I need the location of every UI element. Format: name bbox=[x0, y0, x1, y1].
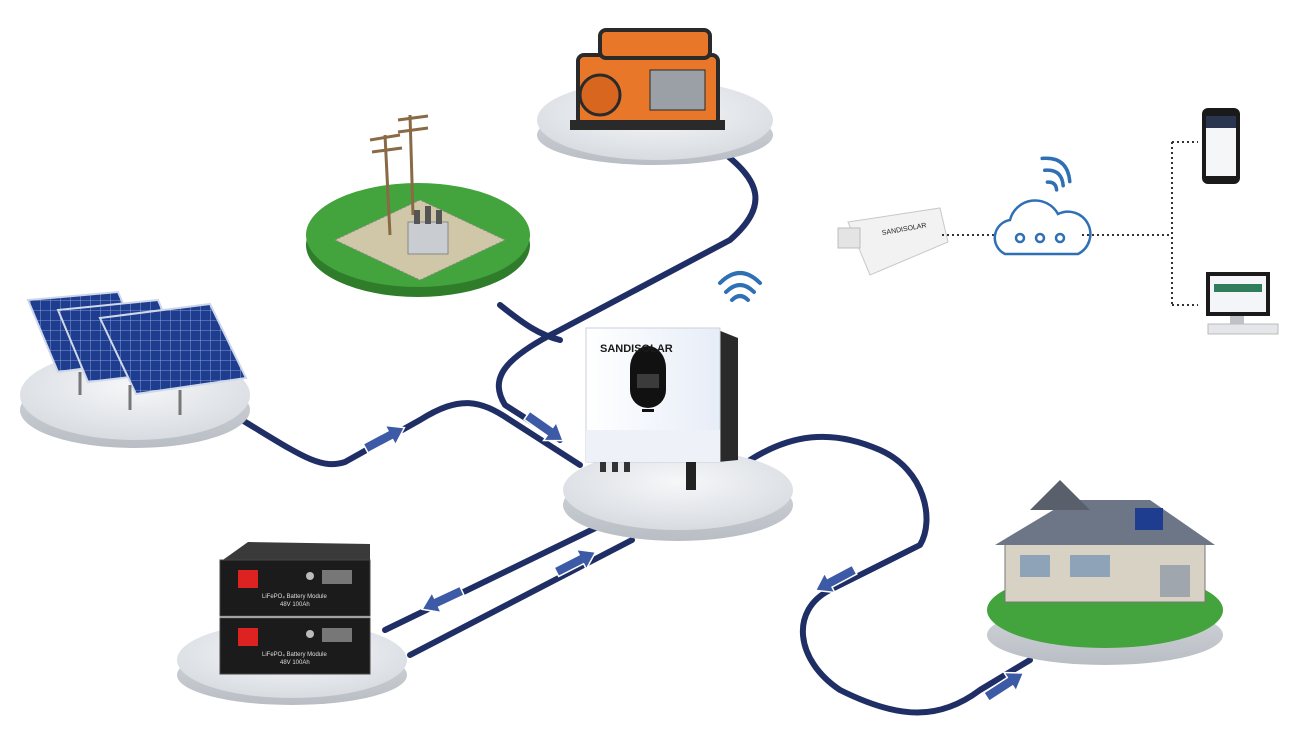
inverter-group: SANDISOLAR bbox=[563, 271, 793, 541]
inverter-brand-label: SANDISOLAR bbox=[600, 343, 673, 355]
cable-inverter-to-home bbox=[747, 433, 1033, 716]
battery-bottom-title: LiFePO₄ Battery Module bbox=[262, 652, 327, 658]
cloud-wifi-icon bbox=[1040, 156, 1072, 192]
solar-panel-group bbox=[20, 290, 250, 448]
dotted-link-cloud-devices bbox=[1082, 141, 1198, 306]
battery-module-top bbox=[219, 542, 371, 617]
wifi-stick-icon bbox=[837, 207, 949, 276]
cable-solar-to-inverter bbox=[239, 400, 583, 468]
cable-generator-to-inverter bbox=[495, 147, 759, 443]
computer-icon bbox=[1206, 272, 1279, 335]
flow-arrows bbox=[362, 410, 1025, 703]
arrow-generator bbox=[523, 410, 565, 442]
cable-grid-to-inverter bbox=[497, 302, 563, 343]
battery-top-title: LiFePO₄ Battery Module bbox=[262, 594, 327, 600]
arrow-battery-out bbox=[420, 585, 466, 614]
arrow-solar bbox=[362, 424, 406, 454]
cables bbox=[239, 147, 1033, 716]
cloud-icon bbox=[993, 199, 1092, 256]
generator-icon bbox=[570, 28, 725, 130]
transformer-icon bbox=[407, 206, 449, 255]
cable-battery-to-inverter-out bbox=[382, 517, 615, 633]
arrow-home-down bbox=[814, 564, 858, 594]
battery-top-spec: 48V 100Ah bbox=[280, 602, 310, 608]
arrow-home-in bbox=[982, 671, 1025, 703]
cable-battery-to-inverter-in bbox=[407, 537, 635, 658]
battery-bottom-spec: 48V 100Ah bbox=[280, 660, 310, 666]
monitoring-group: SANDISOLAR bbox=[837, 108, 1279, 335]
house-icon bbox=[995, 480, 1215, 603]
power-pole-icon bbox=[369, 114, 429, 236]
generator-group bbox=[537, 28, 773, 165]
arrow-battery-in bbox=[553, 548, 597, 578]
battery-group: LiFePO₄ Battery Module 48V 100Ah LiFePO₄… bbox=[177, 542, 407, 705]
inverter-icon bbox=[585, 327, 738, 490]
solar-panel-icon bbox=[26, 290, 248, 415]
grid-substation-group bbox=[306, 114, 530, 297]
battery-module-bottom bbox=[219, 617, 371, 675]
house-group bbox=[987, 480, 1223, 665]
smartphone-icon bbox=[1202, 108, 1240, 184]
wifi-icon bbox=[718, 271, 762, 302]
